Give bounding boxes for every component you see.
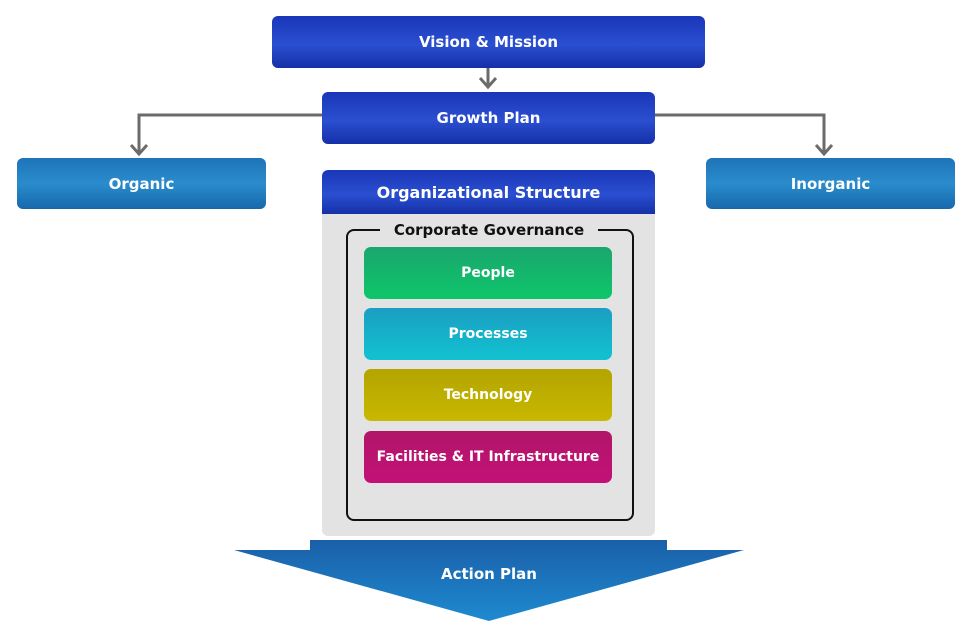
growth-to-organic-connector xyxy=(129,113,322,157)
people-pillar: People xyxy=(364,247,612,299)
corporate-governance-title: Corporate Governance xyxy=(380,219,598,241)
growth-plan-box: Growth Plan xyxy=(322,92,655,144)
facilities-it-pillar: Facilities & IT Infrastructure xyxy=(364,431,612,483)
processes-pillar: Processes xyxy=(364,308,612,360)
organic-label: Organic xyxy=(108,174,175,193)
action-plan-label: Action Plan xyxy=(441,565,537,583)
growth-plan-label: Growth Plan xyxy=(436,109,541,127)
technology-pillar: Technology xyxy=(364,369,612,421)
organizational-structure-label: Organizational Structure xyxy=(376,182,601,202)
processes-label: Processes xyxy=(448,326,528,342)
vision-mission-box: Vision & Mission xyxy=(272,16,705,68)
facilities-it-label: Facilities & IT Infrastructure xyxy=(376,449,600,465)
vision-to-growth-arrow xyxy=(478,68,498,90)
vision-mission-label: Vision & Mission xyxy=(418,33,559,51)
people-label: People xyxy=(461,265,515,281)
inorganic-label: Inorganic xyxy=(790,174,871,193)
organic-box: Organic xyxy=(17,158,266,209)
inorganic-box: Inorganic xyxy=(706,158,955,209)
organizational-structure-header: Organizational Structure xyxy=(322,170,655,214)
technology-label: Technology xyxy=(443,387,533,403)
growth-to-inorganic-connector xyxy=(655,113,834,157)
